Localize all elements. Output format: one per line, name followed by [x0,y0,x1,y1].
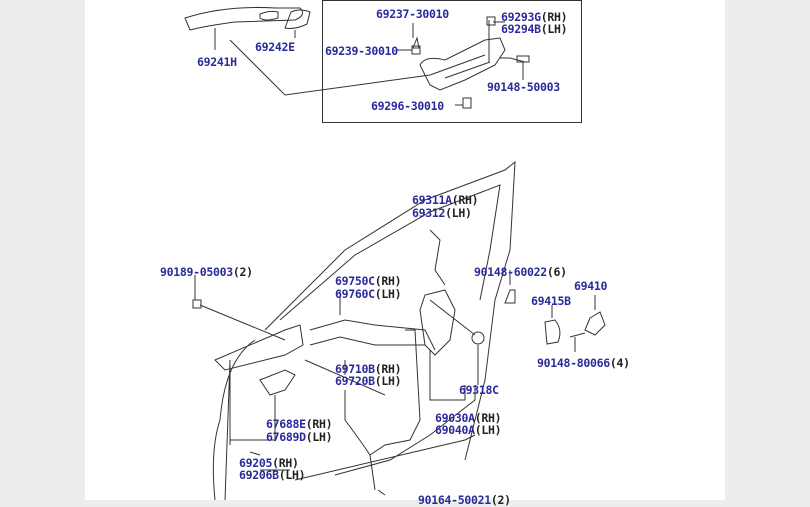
part-number: 90164-50021 [418,493,491,507]
quantity: (6) [546,265,567,279]
side-suffix: (LH) [540,22,568,36]
side-suffix: (LH) [474,423,502,437]
cover-69415B [544,319,561,345]
handle-frame-inset-box [322,0,582,123]
cable-69710B [309,336,425,346]
handle-gasket-69242E [284,9,311,29]
part-number: 69312 [412,206,446,220]
label-90189-05003[interactable]: 90189-05003(2) [160,266,253,278]
side-suffix: (RH) [451,193,479,207]
lock-rod [429,229,446,286]
label-69293G-rh[interactable]: 69293G(RH) [501,10,568,24]
part-number: 69311A [412,193,452,207]
side-suffix: (LH) [445,206,472,220]
label-69720B-lh[interactable]: 69720B(LH) [335,374,402,388]
handle-pad [259,10,279,21]
label-69296-30010[interactable]: 69296-30010 [371,99,444,113]
label-69241H[interactable]: 69241H [197,55,237,69]
part-number: 69206B [239,468,279,482]
label-69410[interactable]: 69410 [574,279,608,293]
bushing-69318C [471,331,485,345]
label-67688E-rh[interactable]: 67688E(RH) [266,417,333,431]
label-69415B[interactable]: 69415B [531,294,571,308]
side-suffix: (RH) [305,417,333,431]
part-number: 67688E [266,417,306,431]
label-69750C-rh[interactable]: 69750C(RH) [335,274,402,288]
door-frame [264,160,516,461]
part-number: 69294B [501,22,541,36]
label-69030A-rh[interactable]: 69030A(RH) [435,411,502,425]
label-69311A-rh[interactable]: 69311A(RH) [412,193,479,207]
label-69318C[interactable]: 69318C [459,383,499,397]
side-suffix: (RH) [374,274,402,288]
part-number: 69205 [239,456,273,470]
side-suffix: (RH) [540,10,568,24]
side-suffix: (LH) [278,468,306,482]
side-suffix: (RH) [374,362,402,376]
label-90148-80066[interactable]: 90148-80066(4) [537,357,630,369]
label-69710B-rh[interactable]: 69710B(RH) [335,362,402,376]
handle-frame [419,37,506,91]
label-69312-lh[interactable]: 69312(LH) [412,207,472,219]
part-number: 90148-80066 [537,356,610,370]
part-number: 90148-60022 [474,265,547,279]
inside-handle-bezel [214,324,304,371]
label-69760C-lh[interactable]: 69760C(LH) [335,287,402,301]
label-67689D-lh[interactable]: 67689D(LH) [266,430,333,444]
parts-diagram-page: 69237-30010 69293G(RH) 69294B(LH) 69239-… [85,0,725,506]
label-69237-30010[interactable]: 69237-30010 [376,7,449,21]
label-90148-60022[interactable]: 90148-60022(6) [474,266,567,278]
side-suffix: (LH) [374,374,402,388]
part-number: 69040A [435,423,475,437]
part-number: 69293G [501,10,541,24]
quantity: (2) [232,265,253,279]
part-number: 69720B [335,374,375,388]
label-69239-30010[interactable]: 69239-30010 [325,44,398,58]
part-number: 90189-05003 [160,265,233,279]
outside-handle [184,6,304,31]
label-69242E[interactable]: 69242E [255,40,295,54]
label-90164-50021[interactable]: 90164-50021(2) [418,494,511,506]
side-suffix: (LH) [305,430,333,444]
part-number: 67689D [266,430,306,444]
quantity: (2) [490,493,511,507]
door-lock-assembly [419,289,456,356]
label-69294B-lh[interactable]: 69294B(LH) [501,22,568,36]
quantity: (4) [609,356,630,370]
label-69206B-lh[interactable]: 69206B(LH) [239,468,306,482]
door-lock-exploded-drawing [184,0,606,500]
part-number: 69760C [335,287,375,301]
part-number: 69030A [435,411,475,425]
side-suffix: (RH) [474,411,502,425]
side-suffix: (LH) [374,287,402,301]
inside-handle-cover [259,369,296,396]
cable-69750C [309,319,436,351]
label-90148-50003[interactable]: 90148-50003 [487,80,560,94]
part-number: 69710B [335,362,375,376]
label-69040A-lh[interactable]: 69040A(LH) [435,423,502,437]
part-number: 69750C [335,274,375,288]
side-suffix: (RH) [272,456,299,470]
striker-69410 [584,311,606,336]
label-69205-rh[interactable]: 69205(RH) [239,457,299,469]
